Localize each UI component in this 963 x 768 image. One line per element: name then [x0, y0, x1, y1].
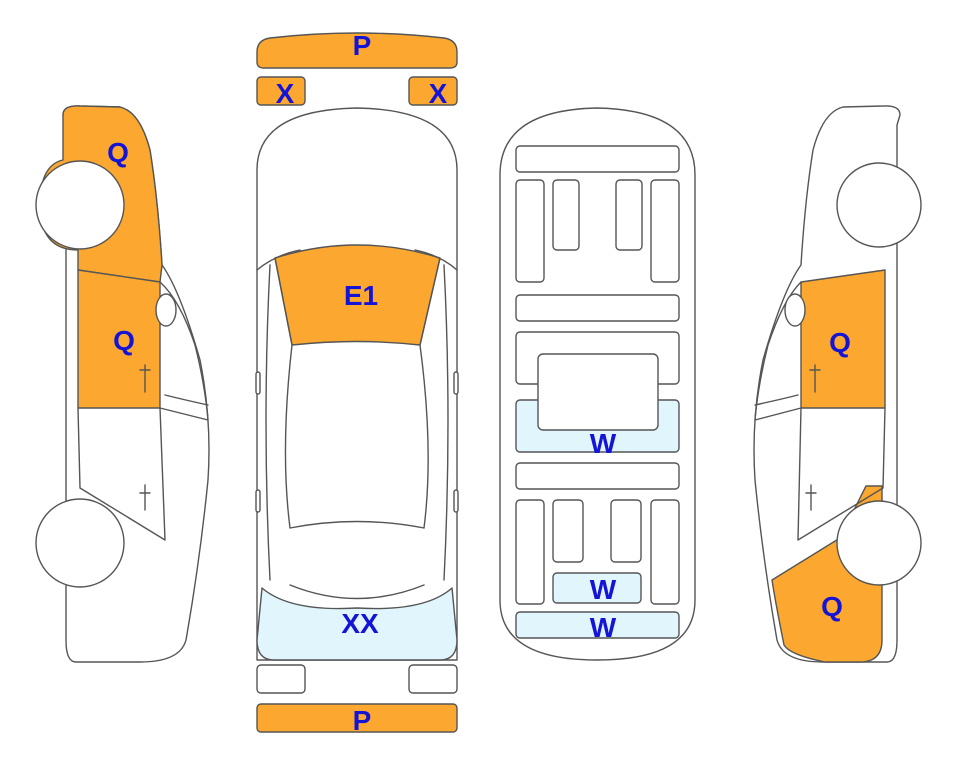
rear-window-label: XX — [341, 608, 379, 639]
left-tail-light — [256, 664, 306, 694]
front-bumper-label: P — [353, 30, 372, 61]
left-handle-front — [139, 484, 151, 511]
left-rear-fender-label: Q — [107, 137, 129, 168]
right-rear-door-label: Q — [829, 327, 851, 358]
front-bumper-panel[interactable] — [256, 32, 458, 69]
floor-rear-b-label: W — [590, 612, 617, 643]
left-mirror-label: X — [276, 78, 295, 109]
right-handle-rear — [809, 364, 821, 393]
floor-mid-label: W — [590, 428, 617, 459]
left-rear-door-label: Q — [113, 325, 135, 356]
floor-rear-b-panel[interactable] — [515, 611, 680, 639]
top-side-handle-1 — [255, 371, 261, 395]
interior-seat-6 — [552, 499, 584, 563]
interior-view — [499, 107, 696, 661]
top-cabin-lines — [256, 249, 458, 581]
right-rear-fender-label: Q — [821, 591, 843, 622]
top-side-handle-4 — [453, 489, 459, 513]
right-window-lines — [754, 281, 886, 541]
rear-window-panel[interactable] — [256, 587, 458, 661]
interior-box-center — [537, 353, 659, 431]
top-side-handle-2 — [453, 371, 459, 395]
floor-rear-a-panel[interactable] — [552, 572, 642, 604]
left-handle-rear — [139, 364, 151, 393]
interior-seat-3 — [615, 179, 643, 251]
interior-seat-4 — [650, 179, 680, 283]
left-front-wheel — [35, 498, 125, 588]
rear-bumper-label: P — [353, 705, 372, 736]
interior-slot-2 — [515, 294, 680, 322]
interior-seat-1 — [515, 179, 545, 283]
right-side-view — [753, 105, 922, 663]
top-side-handle-3 — [255, 489, 261, 513]
right-mirror-label: X — [429, 78, 448, 109]
labels: P X X E1 XX P Q Q Q Q W W W — [107, 30, 851, 736]
floor-rear-a-label: W — [590, 574, 617, 605]
top-body-outline — [256, 107, 458, 661]
rear-bumper-panel[interactable] — [256, 703, 458, 733]
right-rear-wheel — [836, 162, 922, 248]
hood-label: E1 — [344, 280, 378, 311]
right-handle-front — [805, 484, 817, 511]
top-view — [255, 32, 459, 733]
interior-seat-5 — [515, 499, 545, 605]
right-front-wheel — [836, 500, 922, 586]
left-window-lines — [77, 281, 209, 541]
right-tail-light — [408, 664, 458, 694]
interior-seat-7 — [610, 499, 642, 563]
right-mirror-panel[interactable] — [408, 76, 458, 106]
interior-slot-3 — [515, 462, 680, 490]
left-rear-wheel — [35, 160, 125, 250]
left-side-view — [35, 105, 210, 663]
interior-slot-1 — [515, 145, 680, 173]
right-mirror-small — [784, 293, 806, 327]
left-mirror-small — [155, 293, 177, 327]
interior-seat-8 — [650, 499, 680, 605]
rear-window-inner — [289, 584, 425, 600]
interior-seat-2 — [552, 179, 580, 251]
left-mirror-panel[interactable] — [256, 76, 306, 106]
